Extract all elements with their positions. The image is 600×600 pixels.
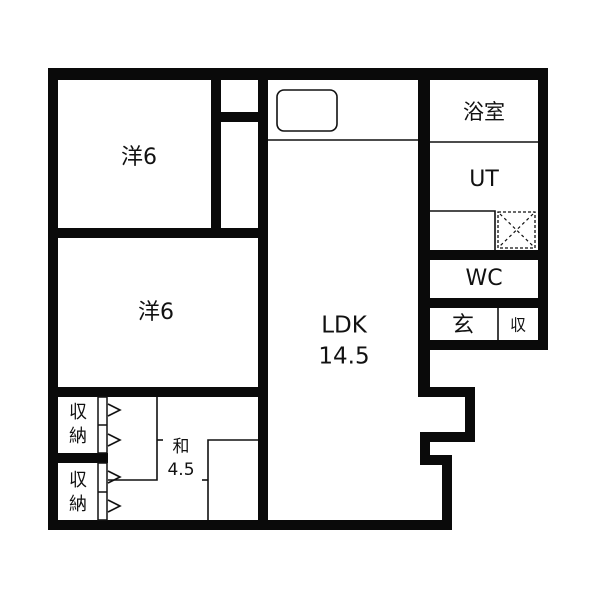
room-label-japanese: 和 bbox=[173, 437, 190, 457]
washing-machine-space-icon bbox=[497, 211, 536, 249]
japanese-room-lines bbox=[108, 397, 258, 520]
washbasin bbox=[430, 210, 496, 250]
room-label-western2: 洋6 bbox=[138, 300, 174, 325]
closet2-label-2: 納 bbox=[69, 494, 87, 515]
fixtures bbox=[97, 89, 538, 521]
room-size-japanese: 4.5 bbox=[167, 460, 194, 480]
room-label-entrance: 玄 bbox=[452, 313, 474, 338]
room-labels: 洋6 洋6 LDK 14.5 浴室 UT WC 玄 収 収 納 収 納 和 4.… bbox=[69, 100, 526, 515]
closet1-label-2: 納 bbox=[69, 426, 87, 447]
room-label-utility: UT bbox=[469, 167, 499, 192]
closet2-label-1: 収 bbox=[69, 470, 87, 491]
walls bbox=[48, 68, 548, 530]
room-label-western1: 洋6 bbox=[121, 145, 157, 170]
room-label-bath: 浴室 bbox=[463, 100, 505, 124]
sink-icon bbox=[276, 89, 338, 132]
room-label-ldk: LDK bbox=[321, 313, 368, 339]
room-size-ldk: 14.5 bbox=[318, 344, 369, 370]
room-label-toilet: WC bbox=[465, 266, 502, 291]
room-label-entrance-storage: 収 bbox=[510, 316, 526, 335]
closet1-label-1: 収 bbox=[69, 402, 87, 423]
closet-doors bbox=[97, 396, 122, 521]
